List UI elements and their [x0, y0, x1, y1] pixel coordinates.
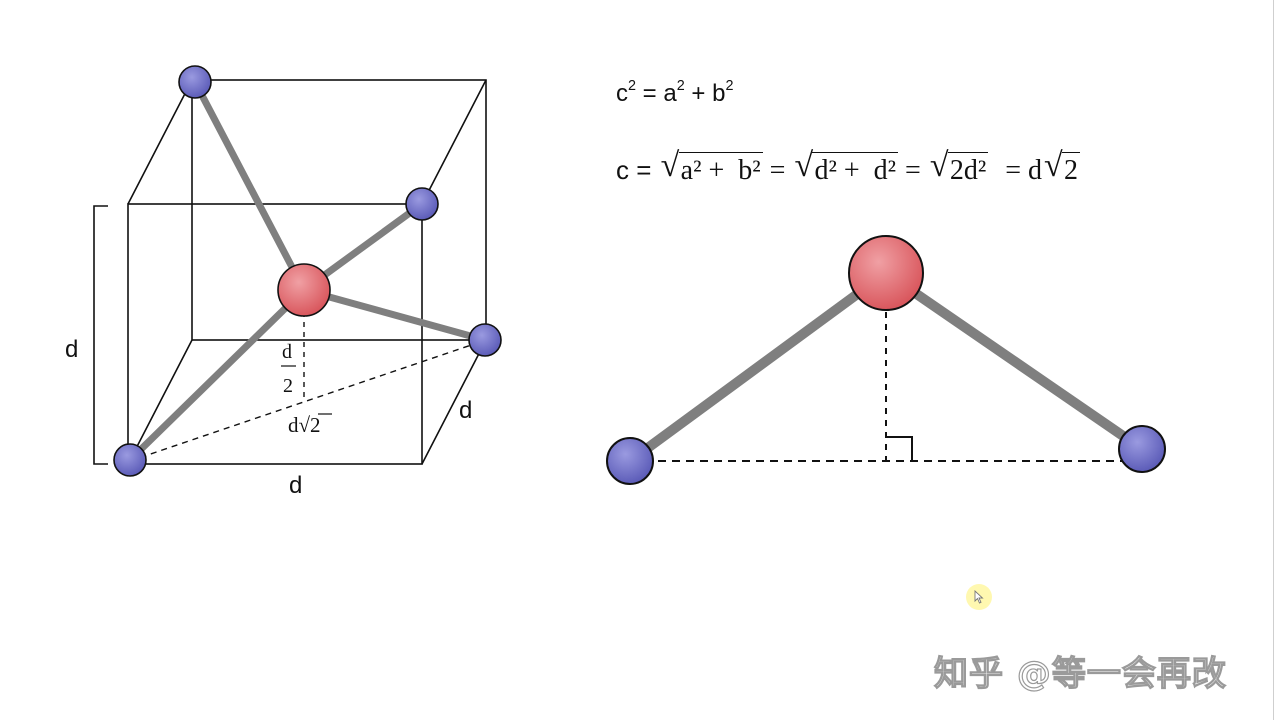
half-height-denominator: 2	[283, 375, 293, 397]
bonds-right	[625, 268, 1147, 466]
radical: √a² + b²	[660, 147, 763, 187]
central-atom	[277, 263, 331, 317]
cube-back-face	[191, 79, 487, 341]
corner-atom	[468, 323, 502, 357]
exponent: 2	[628, 78, 637, 95]
var-c: c	[616, 80, 628, 107]
corner-atom	[113, 443, 147, 477]
radical-sign: √	[1044, 147, 1063, 184]
radicand: 2	[1062, 152, 1081, 187]
radical-sign: √	[660, 147, 680, 184]
exponent: 2	[725, 78, 734, 95]
cube	[127, 79, 487, 465]
watermark: 知乎 @等一会再改	[933, 653, 1227, 694]
bond	[300, 286, 489, 344]
height-label: d	[65, 336, 78, 363]
slide-edge	[1273, 0, 1274, 720]
right-angle-mark	[886, 436, 913, 461]
equals-d: = d	[998, 155, 1043, 186]
cube-edge	[421, 79, 487, 205]
radical: √d² + d²	[794, 147, 899, 187]
radicand: 2d²	[947, 152, 989, 187]
height-bracket	[93, 205, 108, 465]
lhs: c =	[616, 155, 659, 185]
cube-edge	[421, 339, 487, 465]
cube-edge	[127, 79, 193, 205]
var-b: b	[712, 80, 726, 107]
cursor-arrow-icon	[974, 590, 984, 604]
bond	[191, 78, 308, 294]
bond	[625, 268, 891, 466]
pythagoras-formula: c2 = a2 + b2	[616, 78, 734, 108]
cube-edge	[127, 339, 193, 465]
derivation-formula: c = √a² + b² = √d² + d² = √2d² = d√2	[616, 147, 1081, 187]
bond	[881, 268, 1147, 454]
radical: √2	[1044, 147, 1081, 187]
radical: √2d²	[929, 147, 989, 187]
cube-front-face	[127, 203, 423, 465]
radicand: d² + d²	[812, 152, 899, 187]
diagonal-dashed-line	[129, 339, 487, 462]
bond	[126, 286, 308, 464]
radical-sign: √	[929, 147, 949, 184]
corner-atom	[1118, 425, 1166, 473]
var-a: a	[663, 80, 677, 107]
central-atom	[848, 235, 924, 311]
diagonal-label: d√2	[288, 413, 321, 437]
equals: =	[762, 155, 793, 186]
mouse-cursor-highlight	[966, 584, 992, 610]
depth-label: d	[459, 397, 472, 424]
bottom-edge-label: d	[289, 472, 302, 499]
corner-atom	[405, 187, 439, 221]
half-height-numerator: d	[282, 341, 292, 363]
equals: =	[898, 155, 928, 186]
plus: +	[684, 80, 713, 107]
corner-atom	[606, 437, 654, 485]
radical-sign: √	[794, 147, 814, 184]
equals: =	[636, 80, 664, 107]
corner-atom	[178, 65, 212, 99]
radicand: a² + b²	[678, 152, 763, 187]
exponent: 2	[676, 78, 685, 95]
